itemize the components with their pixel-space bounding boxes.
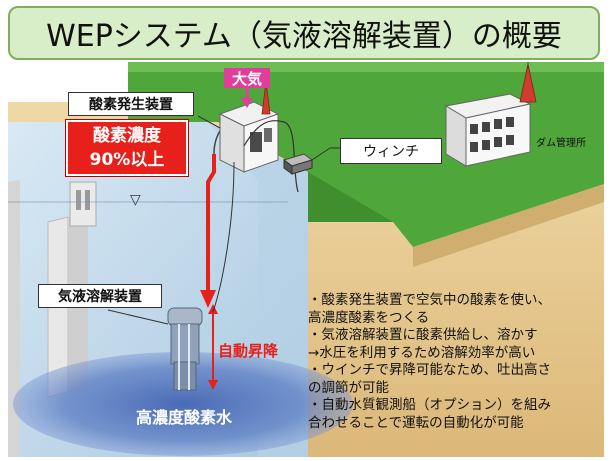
description-line: 高濃度酸素をつくる — [308, 309, 430, 326]
winch-label: ウィンチ — [340, 138, 442, 164]
dam-office-label: ダム管理所 — [536, 138, 586, 149]
description-line: ・ウインチで昇降可能なため、吐出高さ — [308, 362, 551, 378]
description-line: ・気液溶解装置に酸素供給し、溶かす — [308, 327, 538, 343]
high-concentration-water-label: 高濃度酸素水 — [136, 408, 233, 427]
description-line: ・酸素発生装置で空気中の酸素を使い、 — [308, 292, 551, 308]
system-description: ・酸素発生装置で空気中の酸素を使い、 高濃度酸素をつくる ・気液溶解装置に酸素供… — [308, 292, 610, 432]
page-title: WEPシステム（気液溶解装置）の概要 — [46, 19, 562, 54]
oxygen-concentration-callout: 酸素濃度 90%以上 — [66, 120, 188, 176]
winch — [282, 147, 331, 175]
dam-scene: 大気 酸素発生装置 酸素濃度 90%以上 ウィンチ ダム管理所 ▽ 気液溶解装置… — [8, 62, 604, 457]
oxygen-supply-arrow — [206, 154, 216, 294]
oxygen-plume — [13, 352, 353, 456]
dam-wall — [8, 180, 20, 457]
oxygen-concentration-line1: 酸素濃度 — [93, 126, 161, 146]
title-bar: WEPシステム（気液溶解装置）の概要 — [8, 6, 600, 60]
scene-illustration — [8, 62, 604, 457]
dissolver-device — [167, 307, 203, 391]
oxygen-concentration-line2: 90%以上 — [89, 150, 165, 170]
dam-office-building — [444, 62, 537, 167]
dissolver-label: 気液溶解装置 — [38, 284, 162, 308]
oxygen-generator-label: 酸素発生装置 — [68, 92, 194, 116]
description-line: ・自動水質観測船（オプション）を組み — [308, 397, 551, 413]
water-level-symbol: ▽ — [130, 192, 141, 208]
description-line: 合わせることで運転の自動化が可能 — [308, 414, 524, 431]
oxygen-generator-building — [218, 76, 280, 173]
atmosphere-label: 大気 — [224, 68, 270, 88]
description-line: の調節が可能 — [308, 379, 389, 396]
description-line: →水圧を利用するため溶解効率が高い — [308, 344, 536, 361]
auto-lift-label: 自動昇降 — [218, 342, 279, 360]
